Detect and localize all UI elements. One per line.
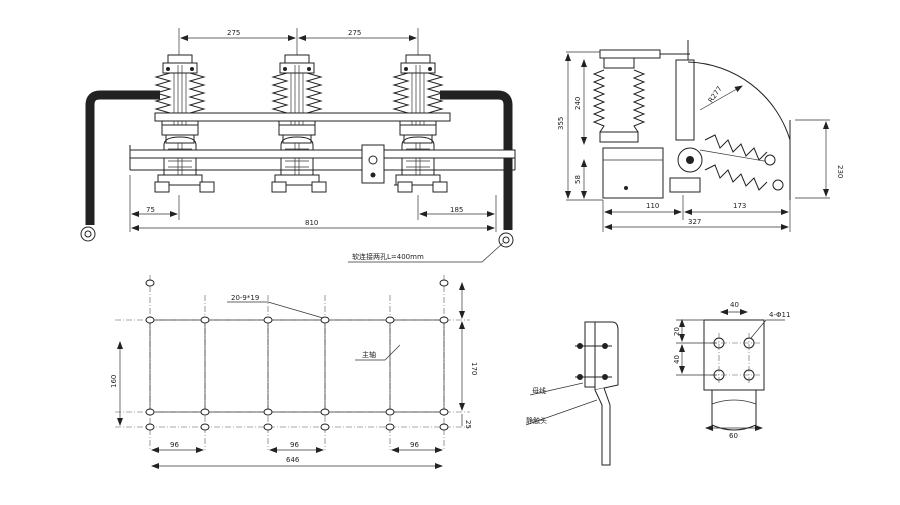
radius-dimension — [699, 85, 743, 111]
terminal-plate — [703, 319, 765, 391]
blade-swing-arc — [687, 61, 791, 141]
flexible-wire-left — [86, 91, 160, 225]
base-foot-1 — [154, 181, 170, 193]
left-base-label: 110 — [646, 202, 659, 210]
base-foot-2 — [199, 181, 215, 193]
top-width-label: 40 — [730, 301, 739, 309]
side-view: R277 355 240 58 230 110 173 327 — [557, 40, 844, 232]
spacing-label-left: 96 — [170, 441, 179, 449]
right-span-label: 173 — [733, 202, 746, 210]
side-insulator-sheds-right — [632, 69, 646, 133]
base-foot-3 — [271, 181, 287, 193]
bottom-width-label: 60 — [729, 432, 738, 440]
base-foot-6 — [432, 181, 448, 193]
total-height-label: 355 — [557, 117, 565, 130]
hole-note: 20-9*19 — [231, 294, 259, 302]
wire-note-leader — [348, 242, 504, 263]
terminal-hole-note: 4-Φ11 — [769, 311, 790, 319]
side-spring-lower — [704, 164, 768, 191]
side-spring-upper — [704, 134, 768, 161]
terminal-detail: 40 4-Φ11 20 40 60 — [673, 301, 790, 440]
spacing-label-right: 96 — [410, 441, 419, 449]
right-offset-label: 185 — [450, 206, 463, 214]
base-height-label: 58 — [574, 175, 582, 184]
top-offset-label: 20 — [673, 327, 681, 336]
side-insulator-sheds-left — [592, 69, 606, 133]
left-height-label: 160 — [110, 375, 118, 388]
flexible-wire-right — [440, 91, 512, 230]
hole-spacing-label: 40 — [673, 355, 681, 364]
side-top-bar — [599, 49, 661, 59]
base-foot-4 — [311, 181, 327, 193]
pitch-label-right: 275 — [348, 29, 361, 37]
left-offset-label: 75 — [146, 206, 155, 214]
side-base-block — [602, 147, 664, 199]
busbar-leader — [529, 382, 584, 396]
static-contact-label: 静触头 — [526, 416, 547, 425]
side-blade — [675, 59, 695, 141]
shaft-label: 主轴 — [362, 350, 376, 359]
contact-detail: 母线 静触头 — [525, 321, 619, 466]
pitch-label-left: 275 — [227, 29, 240, 37]
busbar-label: 母线 — [532, 386, 546, 395]
total-length-label: 646 — [286, 456, 300, 464]
front-view: 275 275 — [80, 28, 516, 263]
terminal-tail — [711, 390, 757, 431]
upper-busbar — [154, 112, 451, 122]
base-foot-5 — [397, 181, 413, 193]
total-depth-label: 327 — [688, 218, 701, 226]
mounting-holes — [145, 279, 449, 431]
static-contact-leader — [525, 399, 598, 426]
main-shaft — [129, 149, 516, 159]
contact-static-blade — [594, 387, 611, 466]
terminal-hole-leader — [750, 319, 785, 339]
radius-label: R277 — [707, 85, 724, 105]
right-bottom-label: 25 — [464, 420, 472, 429]
mounting-plan: 20-9*19 主轴 160 170 25 96 96 96 646 — [110, 275, 478, 469]
hole-note-leader — [227, 301, 324, 319]
contact-clamp — [594, 321, 619, 391]
total-width-label: 810 — [305, 219, 318, 227]
shaft-leader — [355, 344, 401, 361]
insulator-height-label: 240 — [574, 97, 582, 110]
right-height-label: 170 — [470, 362, 478, 375]
flexible-wire-note: 软连接两孔L=400mm — [352, 252, 424, 261]
arm-height-label: 230 — [836, 165, 844, 178]
spacing-label-mid: 96 — [290, 441, 299, 449]
